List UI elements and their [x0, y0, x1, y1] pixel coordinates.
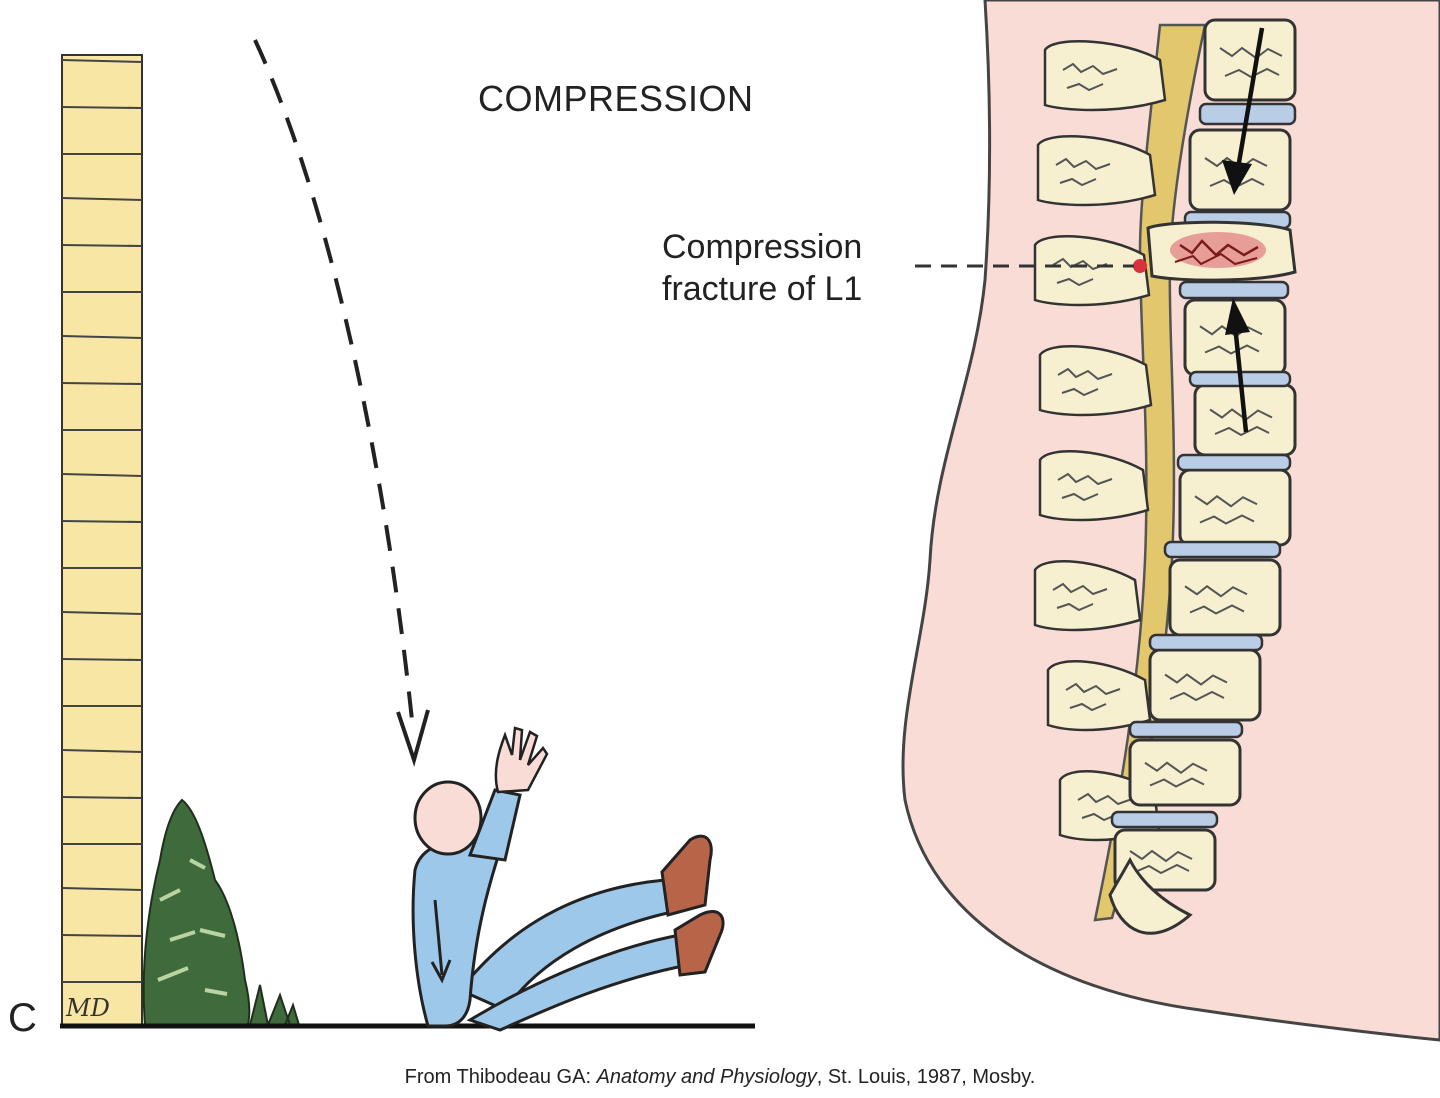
spinous-process [1036, 135, 1157, 207]
callout-line-1: Compression [662, 228, 863, 266]
bush [142, 798, 300, 1026]
brick-course-line [61, 658, 143, 661]
bone-texture [1144, 761, 1208, 788]
spinous-process [1033, 235, 1151, 307]
spinous-process [1043, 40, 1167, 112]
bone-texture [1062, 62, 1118, 92]
brick-wall [61, 54, 143, 1026]
callout-line-2: fracture of L1 [662, 270, 863, 308]
bone-texture [1209, 408, 1273, 437]
fracture-callout-label: Compression fracture of L1 [662, 226, 862, 310]
vertebral-column [1108, 18, 1297, 935]
spinous-process [1038, 345, 1153, 417]
bone-texture [1057, 367, 1113, 397]
bone-texture [1065, 682, 1121, 712]
figure-caption: From Thibodeau GA: Anatomy and Physiolog… [0, 1066, 1440, 1089]
vertebral-body [1178, 468, 1292, 547]
intervertebral-disc [1163, 540, 1282, 559]
bone-texture [1194, 494, 1258, 525]
fractured-l1-vertebra [1133, 220, 1297, 282]
artist-signature: MD [66, 994, 110, 1022]
bone-texture [1184, 584, 1248, 615]
bone-texture [1129, 849, 1193, 875]
spinous-process [1046, 660, 1152, 732]
upward-force-arrow [1225, 298, 1250, 433]
bone-texture [1164, 673, 1228, 702]
fall-trajectory-arrow [253, 39, 430, 767]
spinous-process [1038, 450, 1150, 522]
downward-force-arrow [1222, 27, 1265, 195]
bone-texture [1052, 257, 1108, 287]
brick-course-line [61, 611, 143, 615]
spinous-processes [1033, 40, 1167, 842]
brick-course-line [61, 244, 143, 247]
intervertebral-disc [1178, 280, 1290, 300]
brick-course-line [61, 335, 143, 339]
sacrum [1108, 856, 1193, 935]
diagram-title: COMPRESSION [478, 78, 754, 119]
vertebral-body [1168, 558, 1282, 637]
falling-person [411, 726, 725, 1032]
panel-letter: C [8, 996, 37, 1040]
brick-course-line [61, 887, 143, 891]
bone-texture [1219, 46, 1283, 79]
intervertebral-disc [1176, 453, 1292, 472]
bone-texture [1055, 157, 1111, 187]
intervertebral-disc [1128, 720, 1244, 739]
caption-suffix: , St. Louis, 1987, Mosby. [816, 1066, 1036, 1088]
caption-prefix: From Thibodeau GA: [404, 1066, 597, 1088]
intervertebral-disc [1148, 633, 1264, 652]
brick-course-line [61, 197, 143, 201]
caption-book-title: Anatomy and Physiology [596, 1066, 817, 1088]
spinous-process [1033, 560, 1142, 632]
vertebral-body [1128, 738, 1242, 807]
intervertebral-disc [1110, 810, 1219, 829]
brick-course-line [61, 520, 143, 523]
brick-course-line [61, 749, 143, 753]
bone-texture [1057, 472, 1113, 502]
brick-course-line [61, 59, 143, 63]
brick-course-line [61, 382, 143, 385]
brick-course-line [61, 106, 143, 109]
brick-course-line [61, 473, 143, 477]
brick-course-line [61, 796, 143, 799]
bone-texture [1052, 582, 1108, 612]
brick-course-line [61, 934, 143, 937]
vertebral-body [1148, 648, 1262, 722]
